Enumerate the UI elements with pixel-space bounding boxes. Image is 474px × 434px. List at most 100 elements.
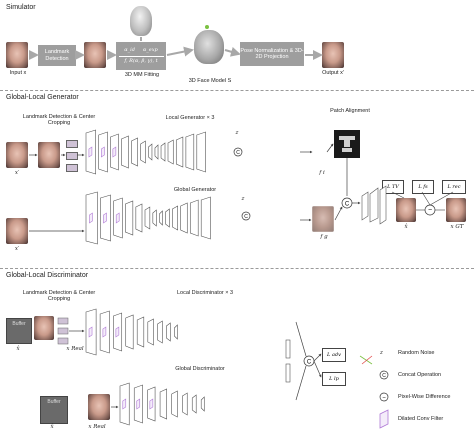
face-model-label: 3D Face Model S xyxy=(188,78,232,84)
global-disc-layer-8 xyxy=(200,396,205,412)
global-disc-layer-6 xyxy=(182,392,188,416)
dilated-conv-legend-icon xyxy=(379,409,389,429)
disc-output-bars xyxy=(285,339,291,383)
concat-mid-symbol: C xyxy=(345,202,350,208)
f-g-label: f g xyxy=(320,234,328,240)
gen-loss-connectors xyxy=(391,191,454,211)
buffer-block-top: Buffer xyxy=(6,318,32,344)
landmark-face-image xyxy=(84,42,106,68)
local-gen-layer-6 xyxy=(140,140,146,164)
global-disc-layer-filter-1 xyxy=(122,398,127,410)
local-generator-label: Local Generator × 3 xyxy=(165,115,215,121)
global-discriminator-label: Global Discriminator xyxy=(175,366,225,372)
disc-x-hat-bottom: x̂ xyxy=(50,424,54,430)
local-disc-layer-9 xyxy=(174,324,178,340)
alpha-exp-param: α_exp xyxy=(142,47,158,53)
global-gen-layer-13 xyxy=(200,196,211,240)
local-gen-layer-13 xyxy=(196,131,206,173)
global-disc-layer-filter-3 xyxy=(149,398,154,410)
output-label: Output x′ xyxy=(322,70,344,76)
legend-icons: C − xyxy=(359,355,389,429)
global-disc-layer-5 xyxy=(171,390,178,418)
global-gen-layer-4 xyxy=(125,200,134,236)
global-gen-layer-11 xyxy=(180,202,188,234)
pixel-diff-symbol: − xyxy=(428,207,432,214)
alpha-id-param: α_id xyxy=(124,47,135,53)
decoder-blocks xyxy=(361,185,387,225)
pixel-diff-legend-icon xyxy=(379,392,389,402)
concat-top-symbol: C xyxy=(236,150,240,156)
global-gen-layer-12 xyxy=(189,199,199,237)
z-top-label: z xyxy=(235,130,239,136)
disc-concat-node xyxy=(303,355,315,367)
patch-alignment-map xyxy=(334,130,360,158)
local-discriminator-label: Local Discriminator × 3 xyxy=(176,290,234,296)
global-gen-layer-filter-2 xyxy=(103,212,107,224)
global-disc-layer-4 xyxy=(159,388,167,420)
disc-x-real-top: x Real xyxy=(66,346,84,352)
global-disc-layer-7 xyxy=(191,394,197,414)
x-gt-label: x GT xyxy=(450,224,464,230)
legend-dilated-conv: Dilated Conv Filter xyxy=(398,416,444,422)
gen-xprime-bottom: x′ xyxy=(14,246,20,252)
gen-xprime-top: x′ xyxy=(14,170,20,176)
z-bottom-label: z xyxy=(241,196,245,202)
output-face-image xyxy=(322,42,344,68)
local-disc-layer-6 xyxy=(147,318,154,346)
discriminator-title: Global-Local Discriminator xyxy=(6,272,89,279)
local-gen-layer-8 xyxy=(154,144,159,160)
global-gen-layer-10 xyxy=(172,205,178,231)
mouth-patch-crop xyxy=(66,164,78,172)
global-gen-layer-8 xyxy=(159,210,163,226)
local-disc-layer-filter-2 xyxy=(102,326,107,338)
patch-alignment-label: Patch Alignment xyxy=(330,108,370,114)
global-gen-layer-filter-3 xyxy=(115,212,120,224)
simulator-title: Simulator xyxy=(6,4,36,11)
global-gen-layer-6 xyxy=(144,206,151,230)
global-discriminator-layers xyxy=(119,382,205,426)
generator-arrows xyxy=(29,143,361,233)
local-disc-layer-4 xyxy=(125,314,134,350)
global-gen-layer-9 xyxy=(165,208,170,228)
input-label: Input x xyxy=(9,70,27,76)
local-gen-layer-4 xyxy=(121,135,129,169)
disc-x-hat-top: x̂ xyxy=(16,346,20,352)
loss-tv-box: L TV xyxy=(382,180,404,194)
legend-minus-symbol: − xyxy=(382,396,386,402)
3d-mesh-head-icon xyxy=(130,6,152,36)
local-disc-layer-5 xyxy=(136,316,145,348)
disc-x-real-bottom: x Real xyxy=(88,424,106,430)
disc-real-face-bottom xyxy=(88,394,110,420)
legend-random-noise: Random Noise xyxy=(398,350,435,356)
eye-patch-crop xyxy=(66,140,78,148)
f-i-label: f i xyxy=(319,170,325,176)
disc-landmark-crop-label: Landmark Detection & Center Cropping xyxy=(22,290,96,303)
pose-normalization-box: Pose Normalization & 3D-2D Projection xyxy=(240,42,304,66)
section-divider xyxy=(0,90,474,91)
local-disc-layer-filter-3 xyxy=(115,326,120,338)
concat-bottom-symbol: C xyxy=(244,214,248,220)
legend-z-symbol: z xyxy=(380,350,383,356)
global-gen-layer-5 xyxy=(135,203,143,233)
local-disc-layer-7 xyxy=(157,320,163,344)
section-divider xyxy=(0,268,474,269)
local-gen-layer-filter-3 xyxy=(112,146,117,158)
local-gen-layer-10 xyxy=(167,139,174,165)
mm-fitting-label: 3D MM Fitting xyxy=(124,72,160,78)
local-gen-layer-5 xyxy=(131,137,138,167)
legend-c-symbol: C xyxy=(382,373,386,379)
local-gen-layer-filter-2 xyxy=(101,146,105,158)
gen-input-face xyxy=(6,142,28,168)
disc-patches xyxy=(57,317,69,345)
legend-pixel-diff: Pixel-Wise Difference xyxy=(398,394,451,400)
disc-arrows xyxy=(69,321,322,409)
local-gen-layer-filter-1 xyxy=(88,146,93,158)
landmark-detection-box: Landmark Detection xyxy=(38,45,76,66)
local-gen-layer-11 xyxy=(175,136,184,168)
global-feature-map xyxy=(312,206,334,232)
disc-real-face-top xyxy=(34,316,54,340)
local-discriminator-layers xyxy=(85,308,178,356)
global-generator-label: Global Generator xyxy=(173,187,217,193)
generator-concat-nodes xyxy=(233,147,436,221)
mm-parameters-box: α_id α_exp f, R(α, β, γ), t xyxy=(116,42,166,70)
